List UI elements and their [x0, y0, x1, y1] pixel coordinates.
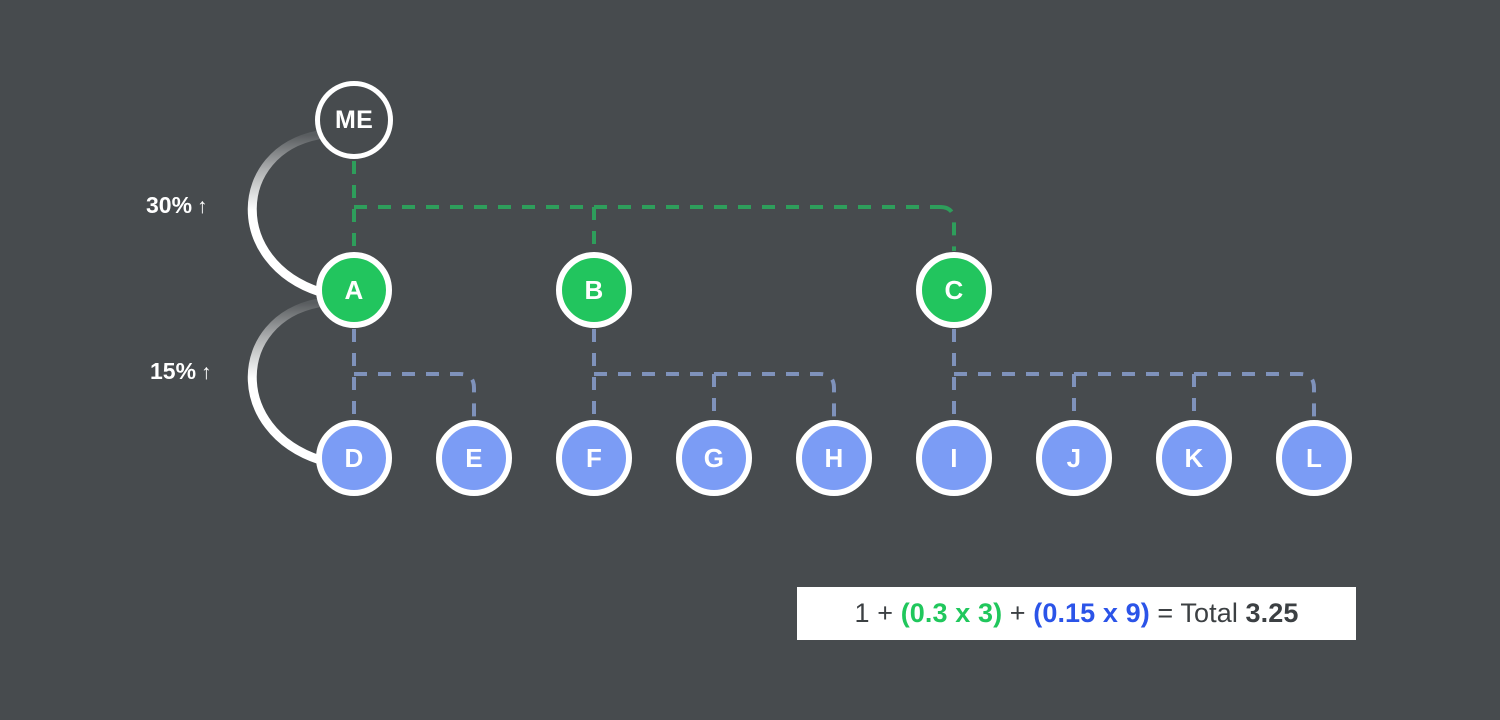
node-i[interactable]: I [916, 420, 992, 496]
node-f[interactable]: F [556, 420, 632, 496]
tier1-rate-value: 30% [146, 192, 193, 218]
formula-segment-blue-3: (0.15 x 9) [1033, 598, 1150, 628]
node-b[interactable]: B [556, 252, 632, 328]
node-b-label: B [584, 274, 604, 305]
formula-box: 1 + (0.3 x 3) + (0.15 x 9) = Total 3.25 [797, 587, 1356, 640]
node-d-label: D [344, 442, 364, 473]
node-l-label: L [1305, 442, 1323, 473]
node-l[interactable]: L [1276, 420, 1352, 496]
node-k[interactable]: K [1156, 420, 1232, 496]
node-e-label: E [465, 442, 483, 473]
formula-segment-plain-4: = Total [1149, 598, 1246, 628]
node-a[interactable]: A [316, 252, 392, 328]
node-h[interactable]: H [796, 420, 872, 496]
tier2-rate-value: 15% [150, 358, 197, 384]
node-f-label: F [585, 442, 603, 473]
node-a-label: A [344, 274, 364, 305]
node-g-label: G [703, 442, 725, 473]
node-h-label: H [824, 442, 844, 473]
edge-b-bus-h [594, 372, 836, 419]
edge-green-drop-c [939, 205, 956, 251]
node-i-label: I [950, 442, 958, 473]
tier2-rate-arrow-icon: ↑ [201, 361, 212, 384]
arc-a-to-d [247, 298, 325, 465]
node-g[interactable]: G [676, 420, 752, 496]
node-me[interactable]: ME [315, 81, 393, 159]
edge-c-bus-l [954, 372, 1316, 419]
tier1-rate-arrow-icon: ↑ [197, 195, 208, 218]
formula-segment-green-1: (0.3 x 3) [900, 598, 1003, 628]
node-d[interactable]: D [316, 420, 392, 496]
node-c[interactable]: C [916, 252, 992, 328]
formula-text: 1 + (0.3 x 3) + (0.15 x 9) = Total 3.25 [855, 598, 1299, 629]
formula-segment-plain-2: + [1002, 598, 1034, 628]
node-k-label: K [1184, 442, 1204, 473]
tier2-rate-label: 15%↑ [150, 358, 212, 385]
node-c-label: C [944, 274, 964, 305]
tier1-rate-label: 30%↑ [146, 192, 208, 219]
formula-segment-plain-0: 1 + [854, 598, 901, 628]
node-j-label: J [1066, 442, 1082, 473]
node-j[interactable]: J [1036, 420, 1112, 496]
node-me-label: ME [335, 105, 373, 134]
formula-segment-total-5: 3.25 [1245, 598, 1299, 628]
node-e[interactable]: E [436, 420, 512, 496]
edge-a-bus-e [354, 372, 476, 419]
arc-me-to-a [247, 130, 325, 297]
